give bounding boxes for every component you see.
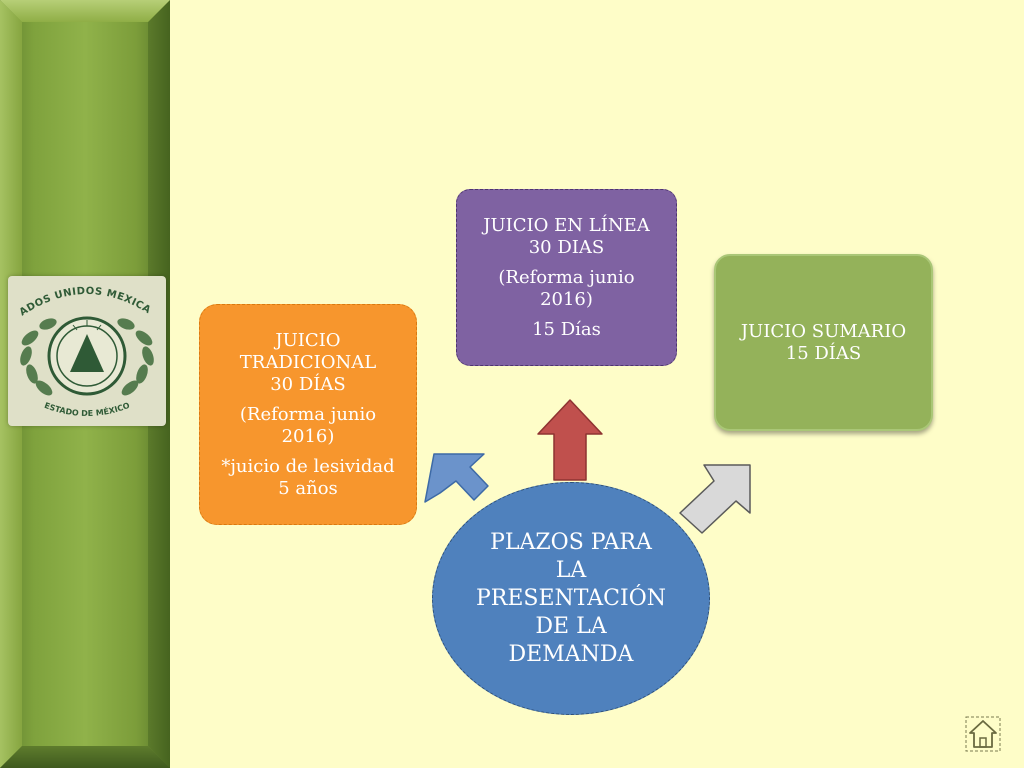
juicio-en-linea-box: JUICIO EN LÍNEA 30 DIAS (Reforma junio 2… [456, 189, 677, 366]
juicio-sumario-box: JUICIO SUMARIO 15 DÍAS [714, 254, 933, 431]
juicio-sumario-title: JUICIO SUMARIO 15 DÍAS [731, 321, 916, 365]
arrow-up-left-icon [424, 453, 489, 503]
side-bar-bevel [0, 0, 170, 22]
university-seal-logo: ESTADOS UNIDOS MEXICANOS ESTADO DE MÉXIC… [3, 268, 166, 426]
box-text: JUICIO SUMARIO [740, 320, 907, 342]
home-icon[interactable] [965, 716, 1001, 752]
side-bar-bevel [0, 746, 170, 768]
box-text: 30 DIAS [528, 236, 605, 258]
center-topic-text: PLAZOS PARA LA PRESENTACIÓN DE LA DEMAND… [476, 529, 666, 669]
juicio-en-linea-days: 15 Días [522, 319, 611, 341]
box-text: *juicio de lesividad [221, 455, 395, 477]
box-text: 15 DÍAS [785, 342, 862, 364]
seal-emblem-icon: ESTADOS UNIDOS MEXICANOS ESTADO DE MÉXIC… [3, 268, 154, 418]
box-text: 15 Días [532, 318, 601, 340]
juicio-en-linea-reform: (Reforma junio 2016) [488, 267, 644, 311]
juicio-tradicional-box: JUICIO TRADICIONAL 30 DÍAS (Reforma juni… [199, 304, 417, 525]
box-text: 30 DÍAS [270, 373, 346, 395]
box-text: TRADICIONAL [239, 351, 377, 373]
center-text: DEMANDA [508, 641, 634, 667]
box-text: (Reforma junio [239, 403, 377, 425]
arrow-up-right-icon [679, 464, 751, 534]
box-text: JUICIO EN LÍNEA [483, 214, 650, 236]
box-text: (Reforma junio [498, 266, 635, 288]
center-text: PLAZOS PARA [490, 529, 652, 555]
juicio-en-linea-title: JUICIO EN LÍNEA 30 DIAS [473, 215, 659, 259]
juicio-tradicional-reform: (Reforma junio 2016) [230, 404, 386, 448]
juicio-tradicional-title: JUICIO TRADICIONAL 30 DÍAS [230, 330, 386, 396]
box-text: 2016) [540, 288, 593, 310]
box-text: 2016) [281, 425, 335, 447]
center-topic-ellipse: PLAZOS PARA LA PRESENTACIÓN DE LA DEMAND… [432, 482, 710, 715]
svg-text:ESTADOS UNIDOS MEXICANOS: ESTADOS UNIDOS MEXICANOS [8, 276, 153, 318]
juicio-lesividad-note: *juicio de lesividad 5 años [211, 456, 404, 500]
center-text: LA [555, 557, 587, 583]
box-text: JUICIO [275, 329, 341, 351]
box-text: 5 años [278, 477, 338, 499]
home-icon[interactable] [965, 716, 1001, 752]
center-text: PRESENTACIÓN [476, 585, 666, 611]
center-text: DE LA [535, 613, 607, 639]
svg-text:ESTADO DE MÉXICO: ESTADO DE MÉXICO [43, 401, 131, 418]
arrow-up-icon [537, 399, 603, 481]
